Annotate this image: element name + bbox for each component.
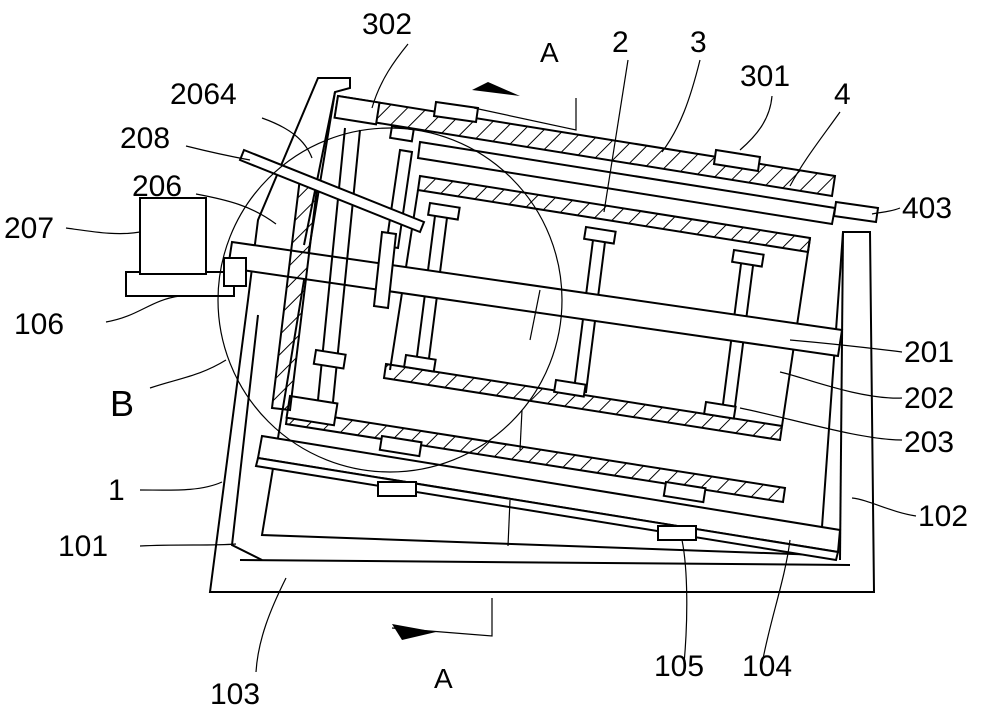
centerline-a xyxy=(529,289,541,341)
label-202: 202 xyxy=(904,382,954,415)
centerline-b xyxy=(519,409,523,451)
leader-4 xyxy=(789,111,841,187)
centerline-c xyxy=(507,499,511,547)
label-206: 206 xyxy=(132,170,182,203)
label-102: 102 xyxy=(918,500,968,533)
label-section-top: A xyxy=(540,37,559,68)
annotations xyxy=(217,82,577,640)
carrier-pad-b xyxy=(662,480,707,504)
label-101: 101 xyxy=(58,530,108,563)
leader-103 xyxy=(255,577,287,673)
leader-lines xyxy=(65,43,917,673)
pad-bot-a xyxy=(402,353,437,373)
pad-bot-c xyxy=(702,400,737,420)
leader-102 xyxy=(851,497,917,517)
label-203: 203 xyxy=(904,426,954,459)
frame-2-inner-left xyxy=(389,189,419,371)
leader-403 xyxy=(871,207,901,215)
leader-2 xyxy=(603,59,629,213)
label-301: 301 xyxy=(740,60,790,93)
reference-labels: 302 2064 208 206 207 106 B 1 101 103 2 3… xyxy=(4,8,968,711)
shaft-201 xyxy=(125,197,844,358)
label-106: 106 xyxy=(14,308,64,341)
leader-202 xyxy=(779,371,903,399)
label-section-bottom: A xyxy=(434,663,453,694)
label-104: 104 xyxy=(742,650,792,683)
label-4: 4 xyxy=(834,78,851,111)
label-403: 403 xyxy=(902,192,952,225)
base-plate-104 xyxy=(254,434,842,562)
leader-206 xyxy=(195,193,277,225)
leader-203 xyxy=(739,407,903,441)
leader-101 xyxy=(139,543,237,547)
section-arrow-top xyxy=(472,82,520,96)
bracket-rod-a xyxy=(317,127,346,401)
rod-cap-a xyxy=(388,124,415,143)
cover-3 xyxy=(333,94,880,226)
leader-1 xyxy=(139,481,223,491)
section-line-top xyxy=(473,98,577,131)
detail-circle-B xyxy=(217,127,563,473)
frame-right-inner xyxy=(839,231,844,561)
shaft-collar xyxy=(223,257,247,287)
bracket-302 xyxy=(333,94,381,126)
frame-bottom-inner xyxy=(239,559,851,566)
label-207: 207 xyxy=(4,212,54,245)
label-208: 208 xyxy=(120,122,170,155)
carrier-pad-a xyxy=(378,434,423,458)
tab-403 xyxy=(832,200,880,224)
label-2064: 2064 xyxy=(170,78,237,111)
frame-2-right xyxy=(781,237,811,427)
rod-cap-b xyxy=(312,348,347,370)
leader-B xyxy=(149,359,227,389)
motor-207 xyxy=(139,197,207,275)
pad-top-b xyxy=(582,225,617,245)
block-301-a xyxy=(432,100,480,124)
leader-3 xyxy=(661,59,701,153)
slide-block-b xyxy=(372,230,398,310)
pad-top-a xyxy=(426,201,461,221)
bracket-rod-b xyxy=(332,129,361,403)
foot-105-a xyxy=(377,481,417,497)
label-105: 105 xyxy=(654,650,704,683)
leader-105 xyxy=(681,539,688,665)
lower-carrier xyxy=(284,394,787,504)
label-2: 2 xyxy=(612,26,629,59)
block-301-b xyxy=(712,148,762,173)
lever-208 xyxy=(238,148,426,234)
leader-2064 xyxy=(261,117,313,159)
label-B: B xyxy=(110,383,134,424)
left-bracket xyxy=(238,124,426,412)
pad-bot-b xyxy=(552,378,587,398)
foot-105-b xyxy=(657,525,697,541)
leader-106 xyxy=(105,295,181,323)
frame-2-bottom xyxy=(382,362,784,442)
leader-104 xyxy=(761,539,791,665)
label-103: 103 xyxy=(210,678,260,711)
leader-301 xyxy=(739,95,773,151)
rail-4 xyxy=(416,140,837,226)
label-1: 1 xyxy=(108,474,125,507)
frame-1 xyxy=(208,77,876,593)
frame-2 xyxy=(382,174,812,442)
label-201: 201 xyxy=(904,336,954,369)
pad-top-c xyxy=(730,248,765,268)
bracket-hatched xyxy=(270,176,320,412)
section-arrow-bottom xyxy=(392,624,436,640)
label-302: 302 xyxy=(362,8,412,41)
frame-left-wall xyxy=(230,314,263,561)
leader-207 xyxy=(65,227,141,235)
leader-208 xyxy=(185,145,251,161)
leader-201 xyxy=(789,339,903,353)
label-3: 3 xyxy=(690,26,707,59)
leader-302 xyxy=(371,43,409,109)
carrier-hatched xyxy=(284,408,787,504)
